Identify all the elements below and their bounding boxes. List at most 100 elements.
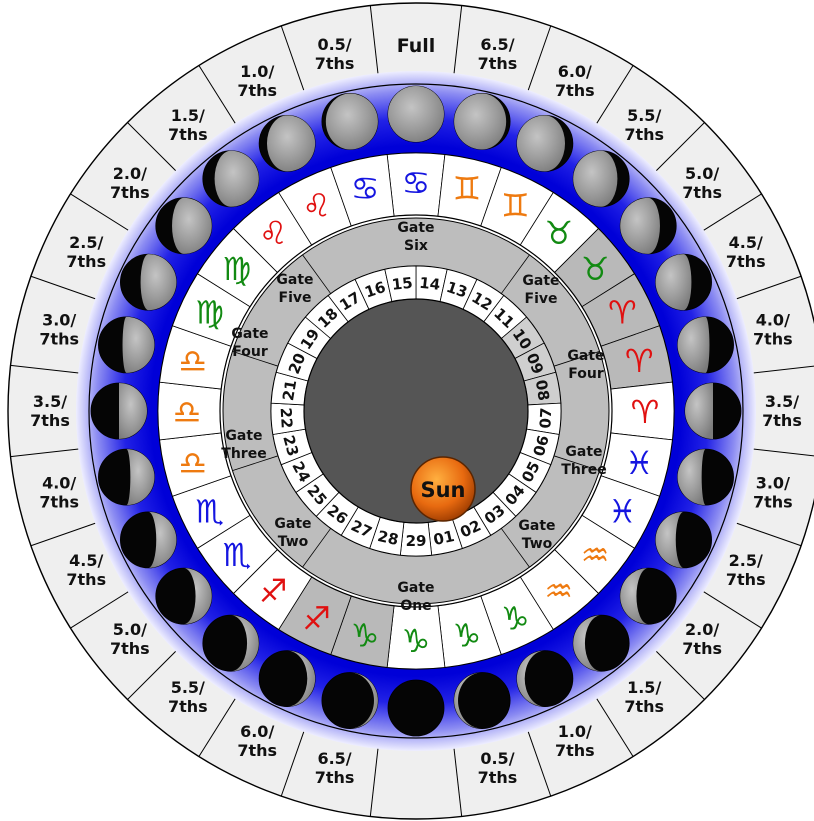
outer-divider (740, 365, 814, 375)
phase-label: 1.5/7ths (624, 678, 664, 716)
zodiac-glyph: ♉ (581, 250, 610, 288)
outer-divider (724, 518, 802, 547)
gate-label-word: Gate (565, 444, 602, 460)
gate-label-word: Gate (518, 518, 555, 534)
outer-divider (523, 25, 552, 103)
zodiac-glyph: ♑ (351, 616, 380, 654)
phase-label: 5.0/7ths (682, 164, 722, 202)
outer-divider (646, 641, 705, 700)
moon-phase-ring (90, 85, 742, 737)
moon-phase-icon (677, 448, 734, 506)
moon-phase-icon (202, 150, 260, 208)
phase-label: 2.0/7ths (682, 620, 722, 658)
zodiac-glyph: ♑ (402, 622, 431, 660)
zodiac-glyph: ♐ (259, 572, 288, 610)
outer-divider (452, 5, 463, 87)
phase-label-fraction: 3.5/ (765, 392, 799, 411)
outer-divider (369, 5, 380, 87)
outer-divider (523, 719, 552, 797)
zodiac-glyph: ♑ (453, 616, 482, 654)
day-number: 01 (432, 527, 456, 549)
phase-label: 4.5/7ths (726, 233, 766, 271)
moon-phase-icon (258, 650, 316, 707)
phase-label-unit: 7ths (66, 252, 106, 271)
gate-label-word: Gate (397, 580, 434, 596)
moon-phase-icon (258, 115, 316, 172)
phase-label-unit: 7ths (39, 492, 79, 511)
phase-label-fraction: 2.0/ (685, 620, 719, 639)
moon-phase-icon (516, 650, 574, 707)
gate-label-word: Gate (274, 516, 311, 532)
phase-label-text: Full (397, 35, 436, 57)
phase-label: 3.0/7ths (753, 473, 793, 511)
outer-divider (70, 193, 140, 238)
gate-label-name: Four (232, 344, 268, 360)
phase-label-unit: 7ths (168, 125, 208, 144)
moon-phase-icon (90, 382, 148, 440)
moon-phase-icon (516, 115, 574, 172)
gate-label-name: Three (221, 446, 266, 462)
phase-label-unit: 7ths (555, 81, 595, 100)
phase-label-fraction: 4.0/ (42, 473, 76, 492)
phase-label-fraction: 6.0/ (558, 62, 592, 81)
phase-label-fraction: 5.5/ (171, 678, 205, 697)
outer-divider (646, 122, 705, 181)
zodiac-glyph: ♒ (544, 572, 573, 610)
gate-divider (232, 350, 279, 367)
zodiac-glyph: ♍ (223, 250, 252, 288)
phase-label: 3.5/7ths (762, 392, 802, 430)
center-disc-shape (303, 298, 529, 524)
zodiac-glyph: ♋ (402, 164, 431, 202)
outer-divider (30, 518, 108, 547)
moon-phase-icon (572, 150, 630, 208)
zodiac-glyph: ♎ (173, 393, 202, 431)
day-number: 22 (277, 407, 296, 429)
outer-divider (740, 447, 814, 457)
day-number: 21 (279, 379, 300, 403)
gate-divider (500, 528, 530, 568)
phase-label-unit: 7ths (682, 183, 722, 202)
phase-label: 6.0/7ths (237, 722, 277, 760)
phase-label-fraction: 6.0/ (240, 722, 274, 741)
moon-phase-icon (98, 448, 155, 506)
moon-phase-icon (684, 382, 742, 440)
phase-label-unit: 7ths (66, 570, 106, 589)
moon-phase-icon (321, 93, 379, 150)
zodiac-glyph: ♐ (302, 599, 331, 637)
phase-label-unit: 7ths (726, 570, 766, 589)
phase-label-unit: 7ths (30, 411, 70, 430)
phase-label-unit: 7ths (753, 492, 793, 511)
day-number: 13 (444, 278, 470, 302)
zodiac-glyph: ♈ (625, 342, 654, 380)
phase-label-fraction: 5.5/ (627, 106, 661, 125)
phase-label-unit: 7ths (110, 639, 150, 658)
phase-label-unit: 7ths (39, 330, 79, 349)
phase-label-fraction: 2.0/ (113, 164, 147, 183)
phase-label: 2.0/7ths (110, 164, 150, 202)
day-number: 06 (530, 433, 553, 458)
moon-phase-icon (453, 672, 511, 729)
outer-divider (127, 122, 186, 181)
moon-phase-icon (387, 679, 445, 737)
phase-label-fraction: 1.5/ (627, 678, 661, 697)
gate-divider (500, 254, 530, 294)
moon-phase-icon (202, 614, 260, 672)
gate-divider (302, 528, 332, 568)
zodiac-glyph: ♒ (581, 536, 610, 574)
phase-label: 5.5/7ths (168, 678, 208, 716)
phase-label-fraction: 6.5/ (480, 35, 514, 54)
day-number: 23 (279, 433, 302, 458)
phase-label-fraction: 1.5/ (171, 106, 205, 125)
phase-label: 2.5/7ths (66, 233, 106, 271)
sun-label: Sun (420, 478, 465, 502)
zodiac-glyph: ♌ (302, 187, 331, 225)
phase-label-unit: 7ths (315, 768, 355, 787)
outer-divider (10, 447, 92, 458)
phase-label: 1.5/7ths (168, 106, 208, 144)
moon-phase-icon (453, 93, 511, 150)
